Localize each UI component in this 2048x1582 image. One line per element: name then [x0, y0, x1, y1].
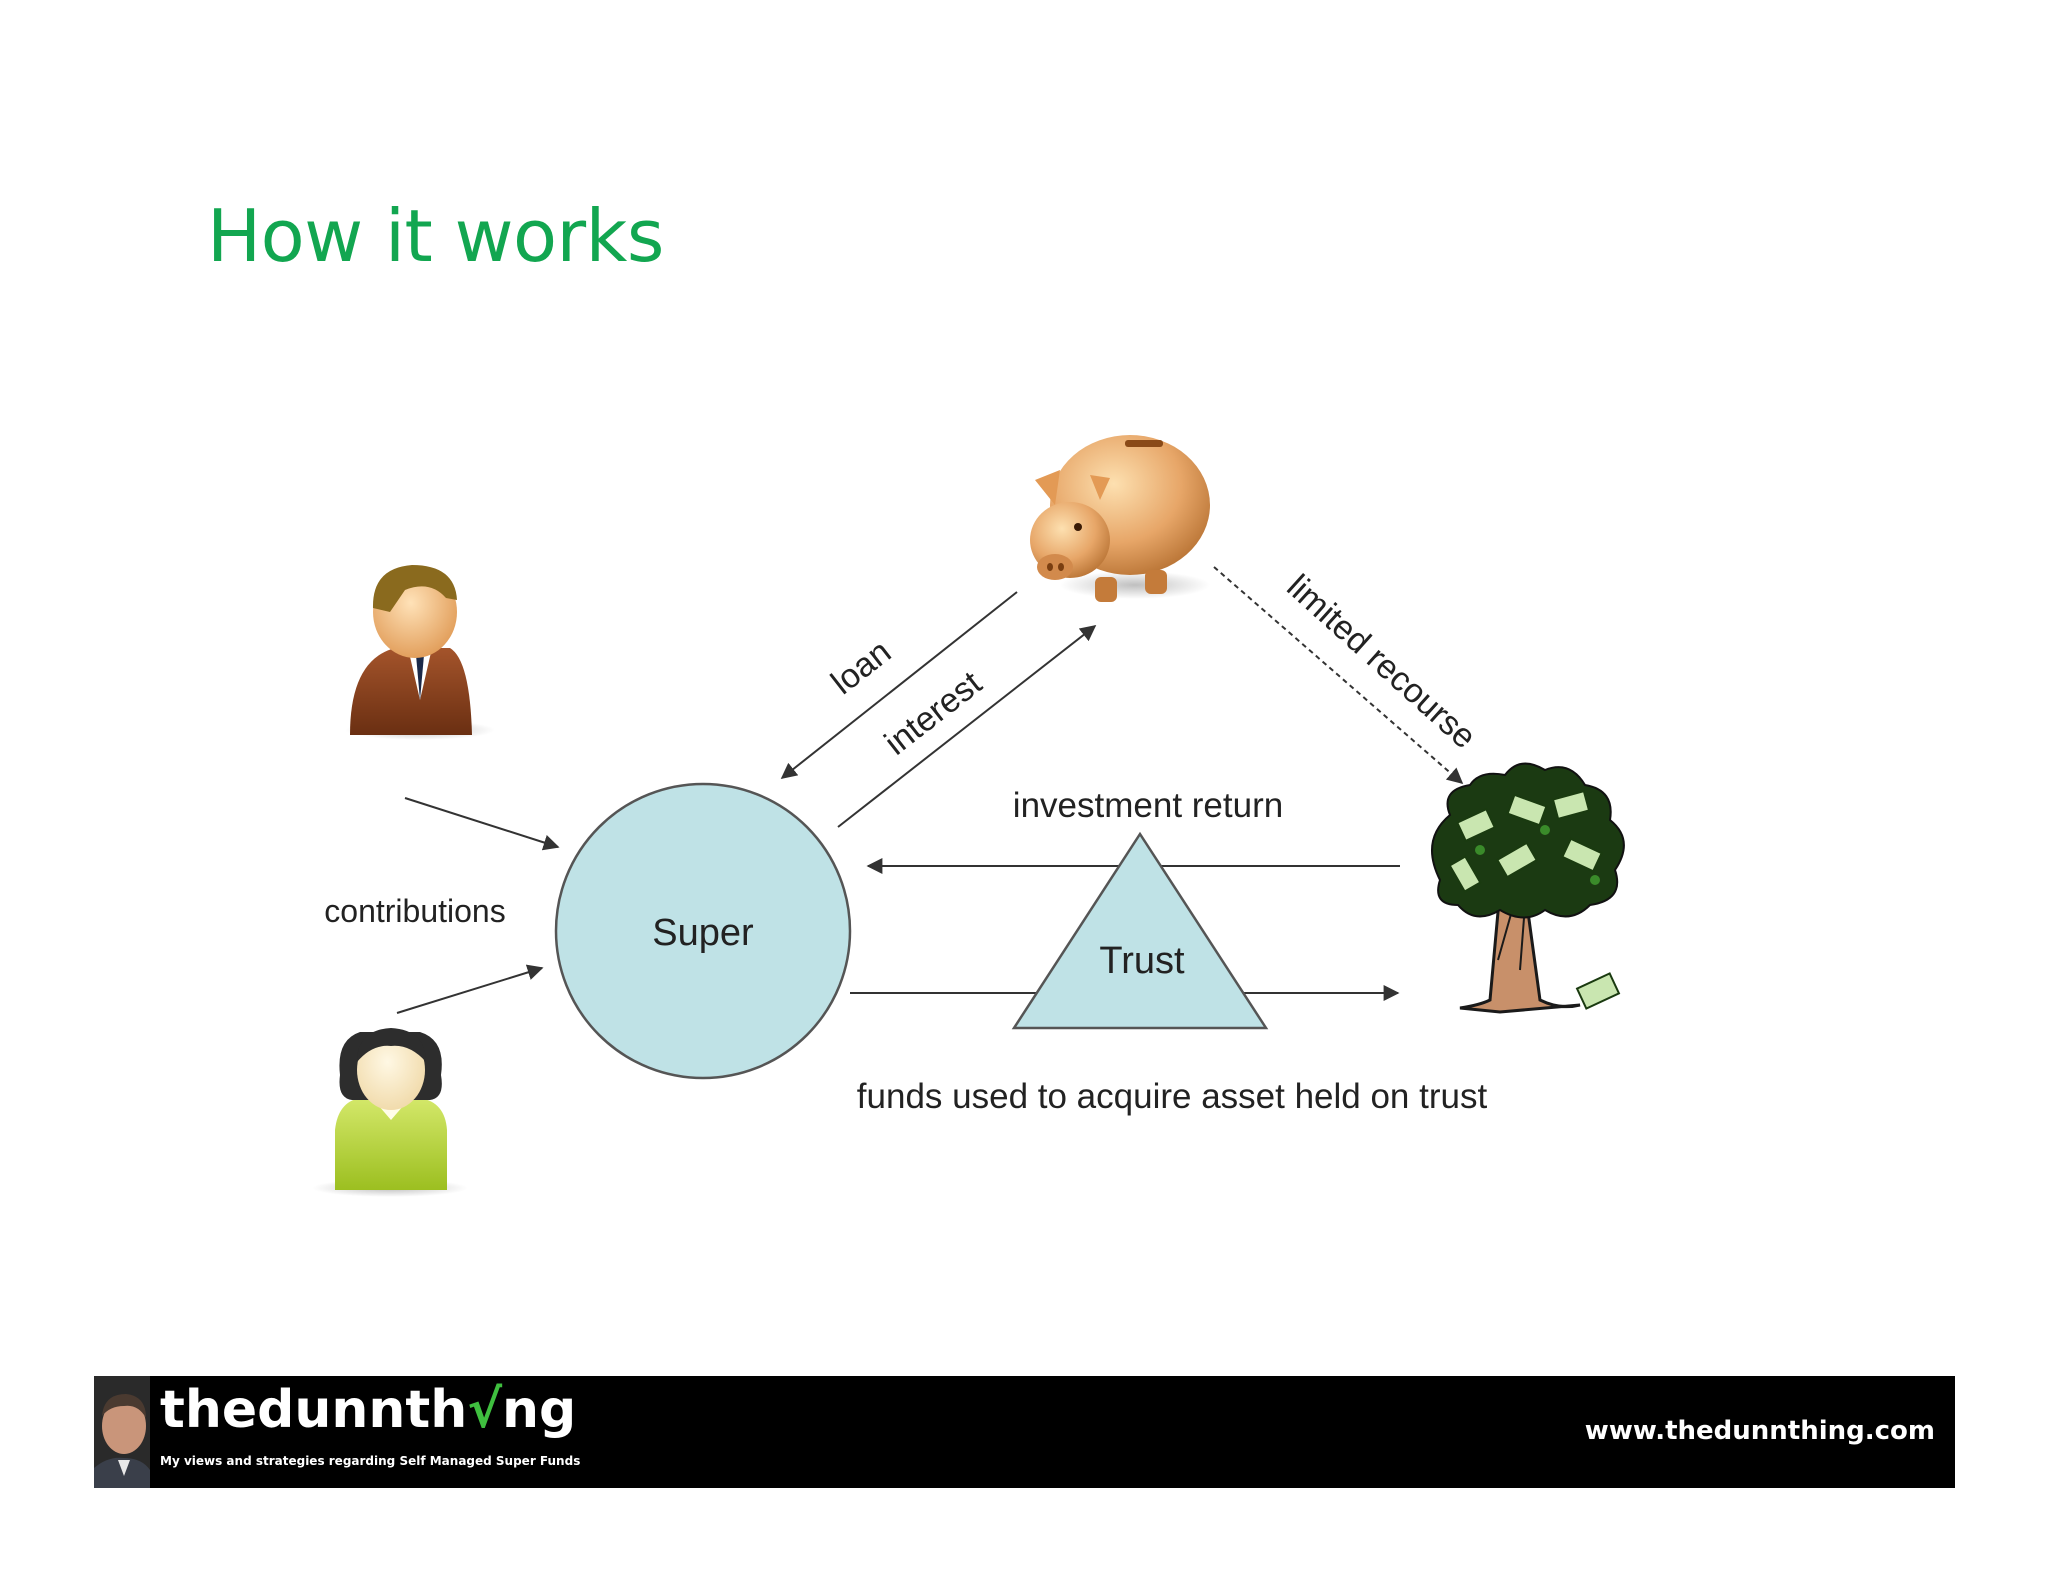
- website-url: www.thedunnthing.com: [1584, 1416, 1935, 1446]
- footer-banner: thedunnth√ng My views and strategies reg…: [94, 1376, 1955, 1488]
- loan-label: loan: [824, 633, 898, 703]
- trust-node: [1011, 831, 1269, 1030]
- brand-tagline: My views and strategies regarding Self M…: [160, 1454, 581, 1468]
- loan-arrow: [780, 591, 1018, 779]
- interest-label: interest: [878, 664, 990, 763]
- super-node: [554, 782, 852, 1080]
- interest-arrow: [837, 625, 1097, 828]
- limited-recourse-label: limited recourse: [1279, 567, 1483, 756]
- author-photo: [94, 1376, 150, 1488]
- brand-suffix: ng: [502, 1380, 577, 1440]
- limited-recourse-arrow: [1213, 566, 1464, 785]
- woman-icon: [312, 1028, 468, 1197]
- trust-label: Trust: [1099, 940, 1185, 982]
- money-tree-icon: [1431, 762, 1625, 1014]
- contribution-arrow-woman: [396, 964, 544, 1014]
- brand-logo: thedunnth√ng: [160, 1380, 577, 1440]
- super-label: Super: [652, 912, 754, 954]
- slide-title: How it works: [207, 194, 664, 278]
- contribution-arrow-man: [404, 797, 560, 851]
- piggy-bank-icon: [1030, 435, 1210, 602]
- check-icon: √: [467, 1380, 502, 1440]
- man-icon: [345, 565, 495, 740]
- investment-return-label: investment return: [1013, 786, 1283, 825]
- contributions-label: contributions: [324, 893, 505, 929]
- brand-prefix: thedunnth: [160, 1380, 468, 1440]
- funds-used-label: funds used to acquire asset held on trus…: [857, 1077, 1488, 1116]
